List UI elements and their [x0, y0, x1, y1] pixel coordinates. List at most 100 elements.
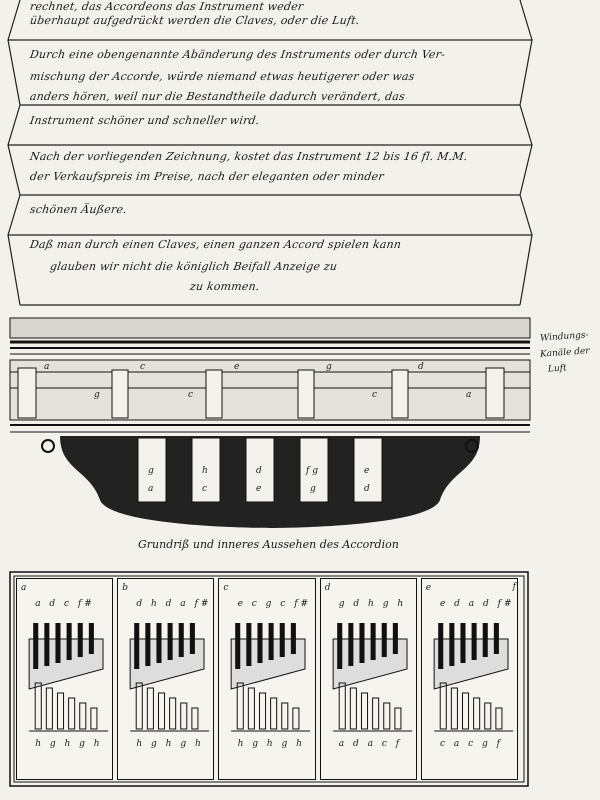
- reed-bar: [471, 623, 477, 661]
- reed-label-bottom: c: [202, 484, 208, 494]
- bellows-line: Durch eine obengenannte Abänderung des I…: [29, 48, 446, 61]
- panel-drawing: [231, 623, 311, 732]
- panel-top-keys: d h d a f#: [136, 599, 212, 609]
- reed-label-bottom: e: [256, 484, 262, 494]
- panel-drawing: [332, 623, 412, 732]
- bellows-line: Daß man durch einen Claves, einen ganzen…: [29, 238, 403, 251]
- mech-label: a: [44, 362, 50, 372]
- reed-bar: [257, 623, 263, 664]
- mech-label: c: [372, 390, 378, 400]
- mech-label: c: [188, 390, 194, 400]
- reed-bar: [66, 623, 72, 661]
- reed-bar: [77, 623, 83, 658]
- pipe-bar: [450, 687, 458, 730]
- pipe-bar: [34, 682, 42, 730]
- reed-bar: [460, 623, 466, 664]
- bellows-line: mischung der Accorde, würde niemand etwa…: [29, 70, 416, 83]
- pipe-bar: [349, 687, 357, 730]
- pipe-bar: [191, 707, 199, 730]
- reed-bar: [190, 623, 196, 655]
- reed-chamber: [41, 436, 480, 528]
- reed-bar: [44, 623, 50, 667]
- mech-label: d: [418, 362, 424, 372]
- panel-top-keys: g d h g h: [338, 599, 407, 609]
- key-panel: b d h d a f# h g h g h: [117, 578, 215, 780]
- reed-bar: [88, 623, 94, 655]
- reed-bar: [437, 623, 444, 670]
- reed-bar: [33, 623, 39, 670]
- reed-label-top: d: [256, 466, 262, 476]
- mech-label: e: [234, 362, 240, 372]
- panel-letter: f: [512, 582, 516, 592]
- panel-top-keys: a d c f#: [35, 599, 95, 609]
- reed-bar: [145, 623, 151, 667]
- pipe-bar: [56, 692, 65, 730]
- reed-bar: [347, 623, 353, 667]
- mechanism-keys: [17, 367, 505, 419]
- reed-bar: [268, 623, 275, 661]
- panel-bottom-keys: a d a c f: [338, 739, 403, 749]
- bellows-line: glauben wir nicht die königlich Beifall …: [49, 260, 339, 273]
- key-panel: d g d h g h a d a c f: [319, 578, 417, 780]
- bellows-line: Nach der vorliegenden Zeichnung, kostet …: [29, 150, 469, 163]
- panel-bottom-keys: h g h g h: [237, 739, 305, 749]
- panel-letter: e: [425, 583, 432, 593]
- pipe-bar: [90, 707, 98, 730]
- panel-drawing: [433, 623, 513, 732]
- reed-bar: [134, 623, 140, 670]
- reed-bar: [167, 623, 173, 661]
- reed-label-top: e: [364, 466, 370, 476]
- pipe-bar: [180, 702, 188, 730]
- bellows-line: zu kommen.: [189, 280, 261, 293]
- bellows-outline: [7, 0, 533, 306]
- reed-bar: [370, 623, 376, 661]
- pipe-bar: [292, 707, 300, 730]
- reed-bar: [359, 623, 365, 664]
- mech-label: a: [466, 390, 472, 400]
- pipe-bar: [270, 697, 278, 730]
- pipe-bar: [68, 697, 76, 730]
- reed-bar: [178, 623, 184, 658]
- reed-bar: [482, 623, 488, 658]
- pipe-bar: [371, 697, 379, 730]
- reed-bar: [280, 623, 286, 658]
- reed-bar: [449, 623, 455, 667]
- bellows-line: Instrument schöner und schneller wird.: [29, 114, 261, 127]
- panel-letter: a: [21, 583, 27, 593]
- mech-label: g: [326, 362, 332, 372]
- pipe-bar: [360, 692, 368, 730]
- panel-drawing: [28, 623, 109, 732]
- panels-row: a a d c f# h g h g h b d h d a f# h g h g h c e…: [16, 578, 522, 780]
- pipe-bar: [495, 707, 503, 730]
- pipe-bar: [248, 687, 256, 730]
- reed-bar: [493, 623, 499, 655]
- panels-frame: [9, 571, 529, 787]
- panel-bottom-keys: h g h g h: [136, 739, 204, 749]
- pipe-bar: [338, 682, 346, 730]
- pipe-bar: [393, 707, 402, 730]
- reed-label-top: g: [148, 466, 154, 476]
- reed-bar: [392, 623, 398, 655]
- pipe-bar: [281, 702, 289, 730]
- reed-bar: [156, 623, 162, 664]
- mech-label: g: [94, 390, 100, 400]
- pipe-bar: [461, 692, 469, 730]
- panel-letter: d: [324, 583, 331, 593]
- pipe-bar: [382, 702, 390, 730]
- panel-top-keys: e d a d f#: [440, 599, 515, 609]
- reed-bar: [291, 623, 297, 655]
- pipe-bar: [135, 682, 143, 730]
- reed-bar: [235, 623, 241, 670]
- bellows-line: anders hören, weil nur die Bestandtheile…: [29, 90, 406, 103]
- pipe-bar: [439, 682, 447, 730]
- pipe-bar: [147, 687, 155, 730]
- reed-label-top: f g: [306, 466, 318, 476]
- key-panel: a a d c f# h g h g h: [16, 578, 114, 780]
- reed-bar: [246, 623, 252, 667]
- panel-letter: c: [223, 583, 229, 593]
- panel-bottom-keys: h g h g h: [35, 739, 103, 749]
- panel-letter: b: [122, 583, 128, 593]
- bellows-line: schönen Äußere.: [29, 203, 128, 216]
